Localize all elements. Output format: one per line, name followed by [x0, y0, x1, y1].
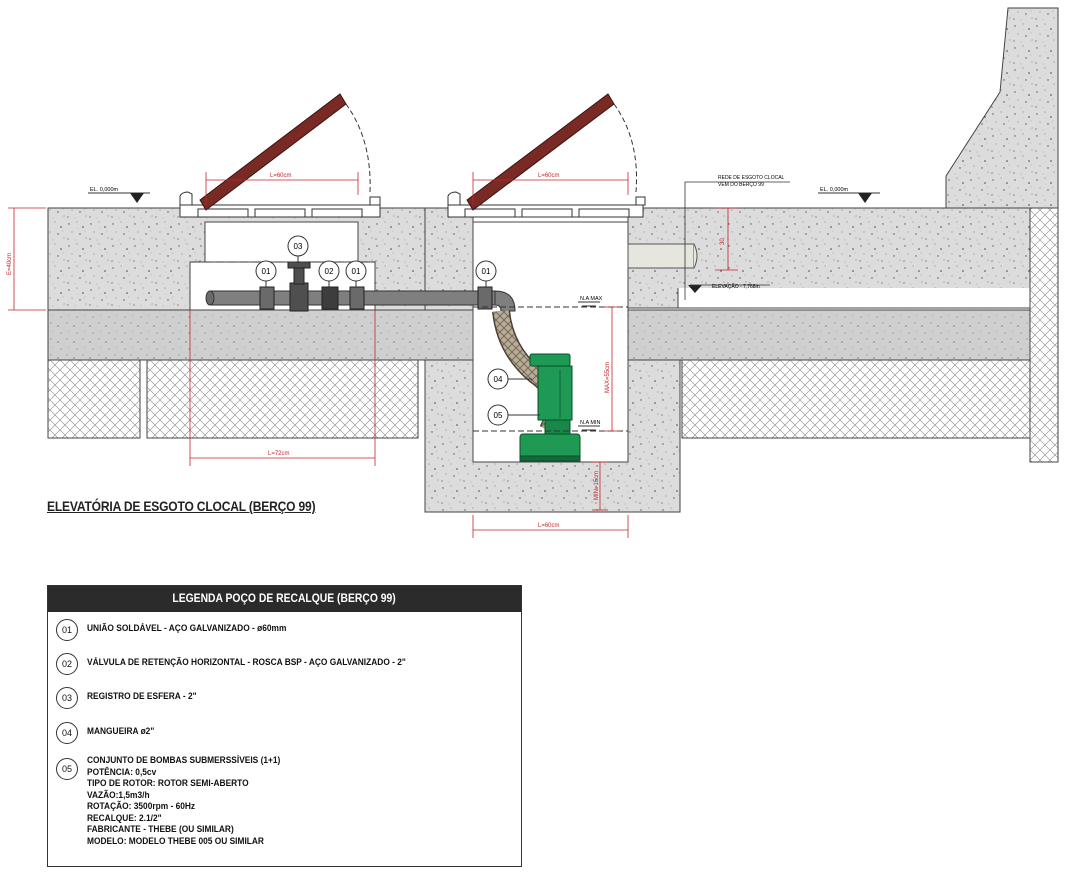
access-lids: [179, 93, 646, 218]
dim-min-level: MIN=15cm: [594, 471, 600, 500]
dim-depth-left: E=40cm: [7, 253, 13, 275]
dimension-lines: [8, 172, 738, 538]
legend-item-text: MANGUEIRA ø2": [87, 726, 154, 738]
legend-item-text: CONJUNTO DE BOMBAS SUBMERSSÍVEIS (1+1) P…: [87, 755, 280, 847]
elevation-left-label: EL. 0,000m: [90, 187, 119, 193]
legend-item-number: 01: [56, 619, 78, 641]
legend-item-line: VÁLVULA DE RETENÇÃO HORIZONTAL - ROSCA B…: [87, 657, 406, 668]
discharge-piping: [205, 243, 698, 462]
svg-text:01: 01: [352, 267, 361, 276]
na-min-label: N.A MIN: [580, 420, 601, 426]
callout-01-c: [475, 260, 497, 282]
legend-item-text: UNIÃO SOLDÁVEL - AÇO GALVANIZADO - ø60mm: [87, 623, 286, 635]
legend-item: 05 CONJUNTO DE BOMBAS SUBMERSSÍVEIS (1+1…: [56, 755, 307, 847]
legend-item-line: TIPO DE ROTOR: ROTOR SEMI-ABERTO: [87, 778, 249, 789]
legend-title: LEGENDA POÇO DE RECALQUE (BERÇO 99): [48, 586, 521, 612]
legend-item-number: 03: [56, 687, 78, 709]
elevation-markers: EL. 0,000m EL. 0,000m REDE DE ESGOTO CLO…: [88, 175, 880, 300]
legend-item-text: REGISTRO DE ESFERA - 2": [87, 691, 197, 703]
svg-text:01: 01: [482, 267, 491, 276]
legend-title-text: LEGENDA POÇO DE RECALQUE (BERÇO 99): [172, 593, 397, 605]
legend-item-line: UNIÃO SOLDÁVEL - AÇO GALVANIZADO - ø60mm: [87, 623, 287, 634]
legend-item-line: CONJUNTO DE BOMBAS SUBMERSSÍVEIS (1+1): [87, 755, 281, 766]
dim-max-level: MAX=55cm: [605, 362, 611, 393]
legend-item-line: POTÊNCIA: 0,5cv: [87, 766, 157, 778]
dim-box-left: L=72cm: [268, 451, 290, 457]
dim-inlet-drop: 30: [720, 238, 726, 245]
lid-left: [199, 93, 347, 211]
sewer-network-label-2: VEM DO BERÇO 99: [718, 182, 764, 188]
dimension-texts: L=60cm L=60cm E=40cm L=72cm L=60cm MAX=5…: [7, 173, 726, 529]
callout-05: [487, 404, 509, 426]
pipe-elevation-label: ELEVAÇÃO - 7,768m: [712, 283, 760, 290]
legend-item-number: 04: [56, 722, 78, 744]
dim-lid-right: L=60cm: [538, 173, 560, 179]
legend-item-line: ROTAÇÃO: 3500rpm - 60Hz: [87, 801, 196, 812]
legend-item: 01 UNIÃO SOLDÁVEL - AÇO GALVANIZADO - ø6…: [56, 619, 314, 641]
dim-well-bottom: L=60cm: [538, 523, 560, 529]
callout-02: [318, 260, 340, 282]
ground-structure: [47, 7, 1059, 513]
submersible-pump: [519, 353, 581, 462]
svg-text:02: 02: [325, 267, 334, 276]
legend-item-line: REGISTRO DE ESFERA - 2": [87, 691, 197, 702]
sewer-network-label-1: REDE DE ESGOTO CLOCAL: [718, 175, 785, 181]
svg-text:05: 05: [494, 411, 503, 420]
legend-item: 02 VÁLVULA DE RETENÇÃO HORIZONTAL - ROSC…: [56, 653, 449, 675]
legend-item-line: VAZÃO:1,5m3/h: [87, 789, 150, 801]
legend-table: LEGENDA POÇO DE RECALQUE (BERÇO 99) 01 U…: [47, 585, 522, 867]
legend-item: 03 REGISTRO DE ESFERA - 2": [56, 687, 212, 709]
callout-01-a: [255, 260, 277, 282]
legend-item: 04 MANGUEIRA ø2": [56, 722, 163, 744]
svg-text:01: 01: [262, 267, 271, 276]
na-max-label: N.A MAX: [580, 296, 603, 302]
legend-item-line: MODELO: MODELO THEBE 005 OU SIMILAR: [87, 835, 264, 847]
legend-item-line: RECALQUE: 2.1/2": [87, 812, 162, 824]
callout-04: [487, 368, 509, 390]
callout-01-b: [345, 260, 367, 282]
water-levels: N.A MAX N.A MIN: [473, 296, 628, 432]
legend-item-line: MANGUEIRA ø2": [87, 726, 155, 737]
svg-text:04: 04: [494, 375, 503, 384]
callout-03: [287, 235, 309, 257]
legend-item-number: 02: [56, 653, 78, 675]
legend-item-number: 05: [56, 758, 78, 780]
legend-item-text: VÁLVULA DE RETENÇÃO HORIZONTAL - ROSCA B…: [87, 657, 406, 669]
legend-item-line: FABRICANTE - THEBE (OU SIMILAR): [87, 824, 234, 835]
svg-text:03: 03: [294, 242, 303, 251]
dim-lid-left: L=60cm: [270, 173, 292, 179]
callouts: 03 01 02 01 01 04 05: [255, 235, 540, 426]
lid-right: [466, 93, 615, 211]
elevation-right-label: EL. 0,000m: [820, 187, 849, 193]
drawing-title: ELEVATÓRIA DE ESGOTO CLOCAL (BERÇO 99): [47, 498, 316, 514]
